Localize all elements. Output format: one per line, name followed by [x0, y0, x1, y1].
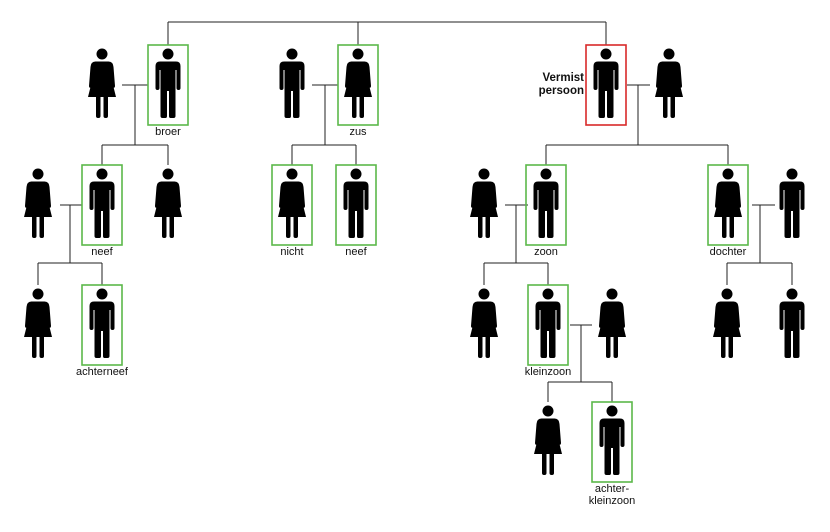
female-person-icon — [655, 48, 683, 118]
male-person-icon — [343, 168, 369, 238]
tree-connector-lines — [37, 21, 793, 402]
person-nephew-left: neef — [81, 164, 123, 258]
person-son: zoon — [525, 164, 567, 258]
female-person-icon — [714, 168, 742, 238]
relation-label: broer — [155, 126, 181, 138]
male-person-icon — [89, 288, 115, 358]
person-nephew-mid: neef — [335, 164, 377, 258]
person-p20 — [598, 288, 626, 358]
person-p22 — [779, 288, 805, 358]
relative-frame — [591, 401, 633, 483]
male-person-icon — [535, 288, 561, 358]
relation-label: neef — [345, 246, 367, 258]
relation-label: kleinzoon — [525, 366, 571, 378]
connector-son-family — [483, 204, 549, 285]
relation-label: neef — [91, 246, 113, 258]
connector-missing-person-family — [545, 84, 729, 165]
person-p16 — [24, 288, 52, 358]
person-niece: nicht — [271, 164, 313, 258]
male-person-icon — [593, 48, 619, 118]
relation-label: zus — [349, 126, 367, 138]
connector-top-bar — [167, 21, 607, 45]
connector-nephew-family — [37, 204, 103, 285]
connector-grandson-family — [547, 324, 613, 402]
male-person-icon — [533, 168, 559, 238]
relative-frame — [707, 164, 749, 246]
male-person-icon — [89, 168, 115, 238]
relative-frame — [527, 284, 569, 366]
person-great-nephew: achterneef — [76, 284, 129, 378]
missing-person-label: persoon — [539, 85, 584, 97]
male-person-icon — [779, 168, 805, 238]
male-person-icon — [599, 405, 625, 475]
person-p15 — [779, 168, 805, 238]
female-person-icon — [534, 405, 562, 475]
missing-person-label: Vermist — [542, 72, 584, 84]
female-person-icon — [24, 168, 52, 238]
female-person-icon — [88, 48, 116, 118]
male-person-icon — [155, 48, 181, 118]
female-person-icon — [713, 288, 741, 358]
relative-frame — [81, 164, 123, 246]
relative-frame — [147, 44, 189, 126]
relative-frame — [335, 164, 377, 246]
female-person-icon — [470, 168, 498, 238]
person-p7 — [24, 168, 52, 238]
relation-label: dochter — [710, 246, 747, 258]
female-person-icon — [154, 168, 182, 238]
person-p9 — [154, 168, 182, 238]
male-person-icon — [779, 288, 805, 358]
relative-frame — [525, 164, 567, 246]
person-great-grandson: achter-kleinzoon — [589, 401, 635, 507]
relation-label: kleinzoon — [589, 495, 635, 507]
connector-daughter-family — [726, 204, 793, 285]
connector-sister-family — [291, 84, 357, 165]
relation-label: zoon — [534, 246, 558, 258]
female-person-icon — [278, 168, 306, 238]
relation-label: nicht — [280, 246, 303, 258]
person-brother: broer — [147, 44, 189, 138]
person-p3 — [279, 48, 305, 118]
person-sister: zus — [337, 44, 379, 138]
relative-frame — [81, 284, 123, 366]
person-p23 — [534, 405, 562, 475]
person-p6 — [655, 48, 683, 118]
person-p18 — [470, 288, 498, 358]
relative-frame — [271, 164, 313, 246]
relation-label: achterneef — [76, 366, 129, 378]
female-person-icon — [470, 288, 498, 358]
female-person-icon — [598, 288, 626, 358]
person-daughter: dochter — [707, 164, 749, 258]
relative-frame — [337, 44, 379, 126]
connector-brother-family — [101, 84, 169, 165]
person-grandson: kleinzoon — [525, 284, 571, 378]
female-person-icon — [24, 288, 52, 358]
person-p12 — [470, 168, 498, 238]
person-p21 — [713, 288, 741, 358]
person-p1 — [88, 48, 116, 118]
male-person-icon — [279, 48, 305, 118]
relation-label: achter- — [595, 483, 630, 495]
female-person-icon — [344, 48, 372, 118]
missing-person-frame — [585, 44, 627, 126]
